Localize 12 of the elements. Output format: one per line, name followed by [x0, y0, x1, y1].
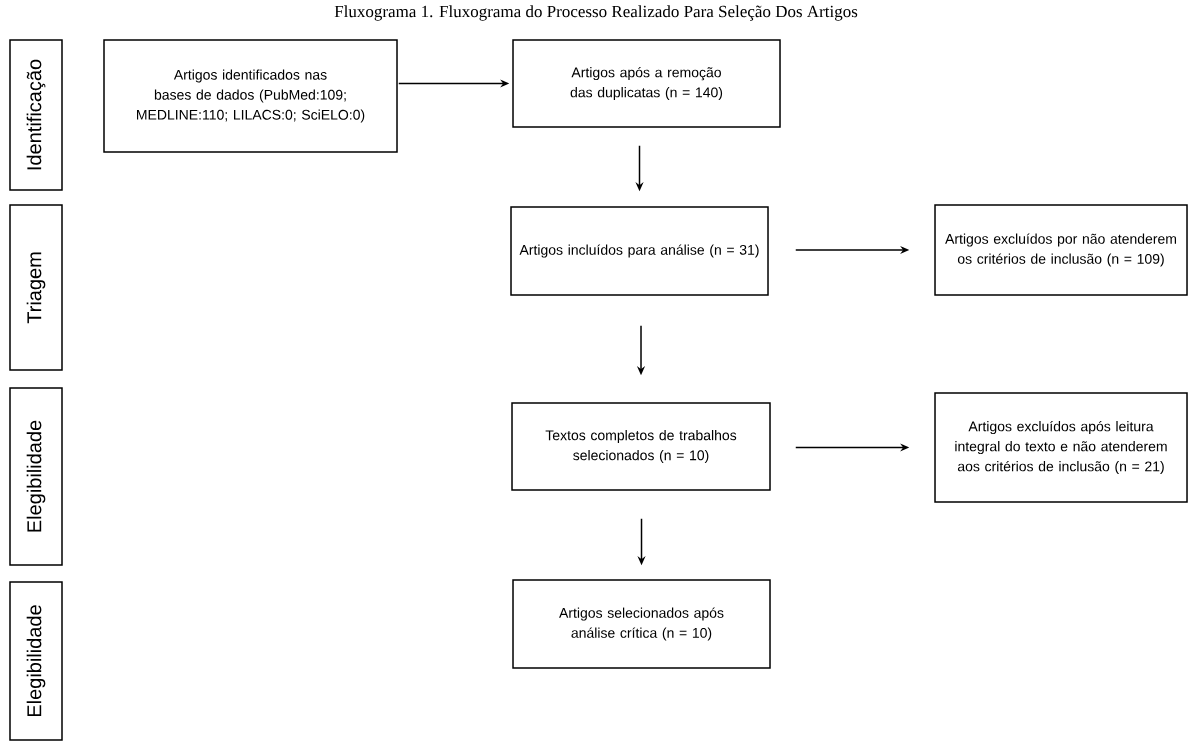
process-box: Artigos após a remoção das duplicatas (n = 140) — [512, 39, 781, 128]
stage-band: Triagem — [9, 204, 63, 371]
process-box: Artigos selecionados após análise crítica (n = 10) — [512, 579, 771, 669]
process-box: Artigos excluídos por não atenderem os critérios de inclusão (n = 109) — [934, 204, 1188, 296]
process-box: Textos completos de trabalhos selecionados (n = 10) — [511, 402, 771, 491]
stage-band: Identificação — [9, 39, 63, 191]
process-box: Artigos identificados nas bases de dados (PubMed:109; MEDLINE:110; LILACS:0; SciELO:0) — [103, 39, 398, 153]
stage-band: Elegibilidade — [9, 387, 63, 566]
title: Fluxograma 1. Fluxograma do Processo Realizado Para Seleção Dos Artigos — [334, 5, 858, 21]
stage-band: Elegibilidade — [9, 581, 63, 741]
process-box: Artigos incluídos para análise (n = 31) — [510, 206, 769, 296]
process-box: Artigos excluídos após leitura integral do texto e não atenderem aos critérios de inclusão (n = 21) — [934, 392, 1188, 503]
